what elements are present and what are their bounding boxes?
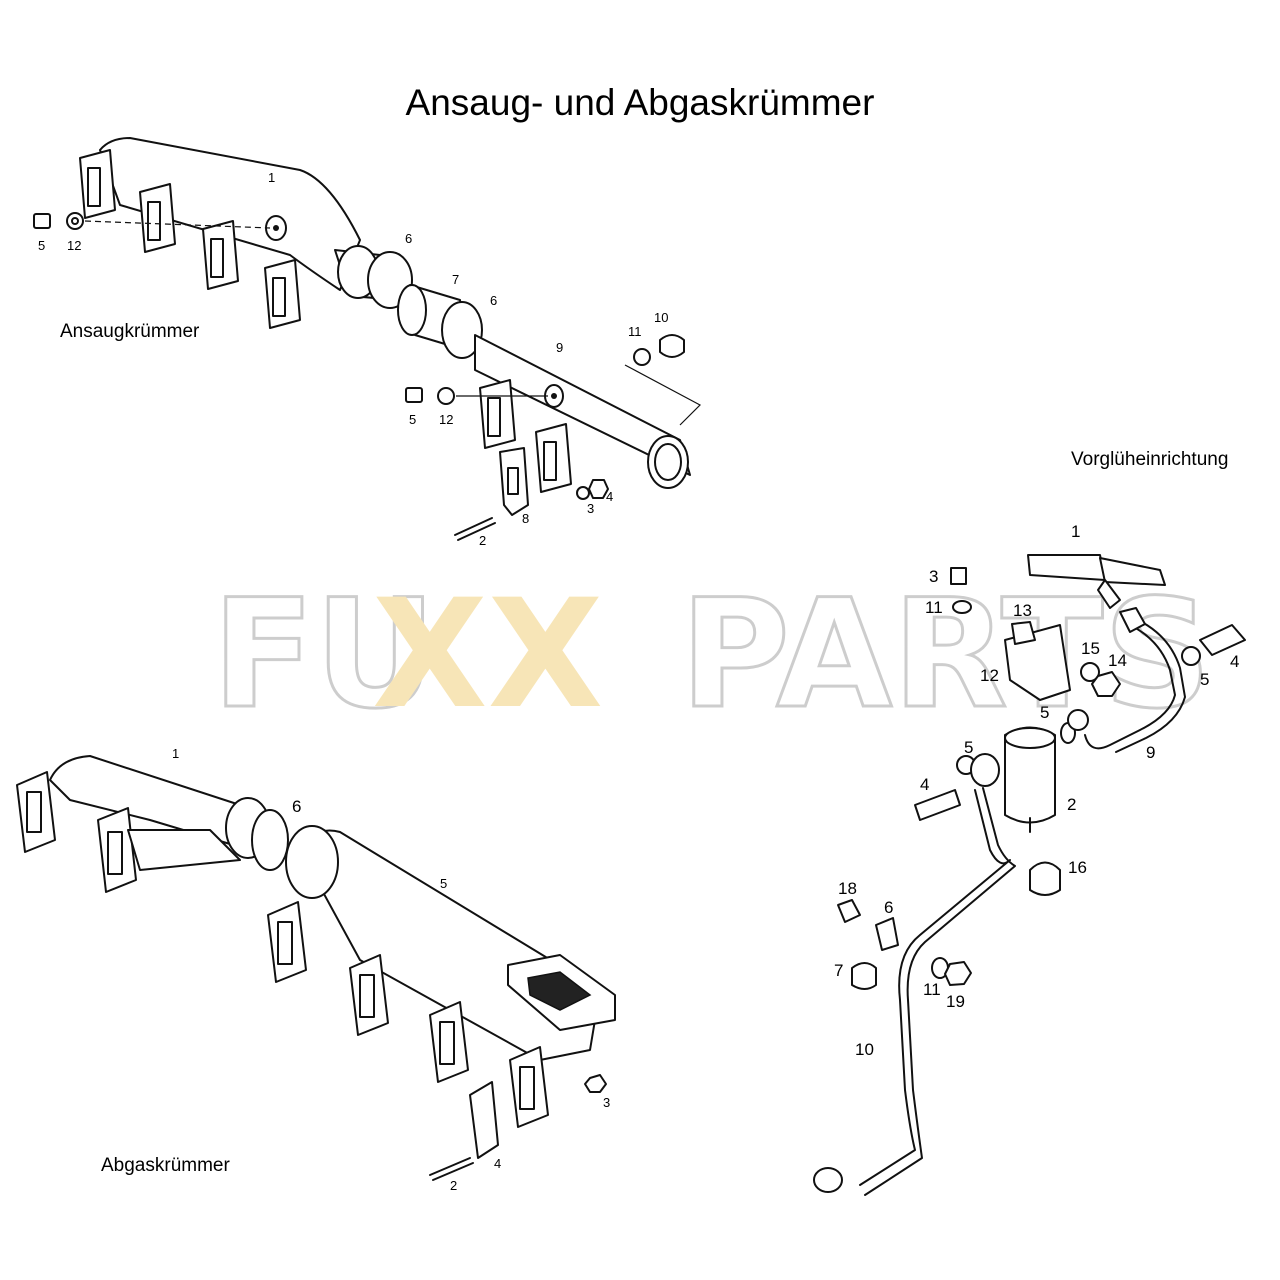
callout: 5 [1040,703,1049,722]
callout: 4 [1230,652,1239,671]
section-label-glow: Vorglüheinrichtung [1071,449,1229,470]
glow-callouts: 1 3 11 13 15 14 5 4 12 5 9 5 4 2 16 18 6… [834,522,1239,1059]
callout: 11 [925,598,943,617]
glow-plug [1027,554,1106,581]
watermark: FU XX PARTS [211,567,1213,744]
intake-gasket [499,447,529,516]
callout: 10 [654,310,668,325]
intake-tube-2 [474,334,691,476]
intake-flanges [79,149,301,329]
callout: 14 [1108,651,1127,670]
callout: 19 [946,992,965,1011]
callout: 12 [67,238,81,253]
exhaust-ring [251,809,289,871]
callout: 1 [1071,522,1080,541]
callout: 6 [405,231,412,246]
callout: 5 [1200,670,1209,689]
callout: 6 [490,293,497,308]
page-title: Ansaug- und Abgaskrümmer [405,82,875,123]
callout: 7 [834,961,843,980]
exhaust-manifold-drawing [16,755,616,1181]
exhaust-outlet-opening [527,971,592,1011]
watermark-fu: FU [212,568,436,742]
callout: 8 [522,511,529,526]
callout: 2 [1067,795,1076,814]
callout: 6 [292,797,301,816]
section-label-intake: Ansaugkrümmer [60,321,200,342]
callout: 4 [606,489,613,504]
callout: 12 [980,666,999,685]
callout: 1 [172,746,179,761]
callout: 10 [855,1040,874,1059]
callout: 16 [1068,858,1087,877]
callout: 12 [439,412,453,427]
intake-manifold-drawing [33,137,701,541]
callout: 5 [440,876,447,891]
exhaust-callouts: 1 6 5 3 4 2 [172,746,610,1193]
callout: 4 [920,775,929,794]
watermark-xx: XX [372,568,603,742]
intake-runner-body [99,137,361,291]
callout: 7 [452,272,459,287]
callout: 5 [964,738,973,757]
callout: 13 [1013,601,1032,620]
callout: 2 [479,533,486,548]
callout: 4 [494,1156,501,1171]
callout: 6 [884,898,893,917]
callout: 3 [603,1095,610,1110]
callout: 11 [923,980,941,999]
callout: 3 [929,567,938,586]
callout: 5 [409,412,416,427]
intake-callouts: 1 5 12 6 7 6 11 10 9 5 12 3 4 8 2 [38,170,668,548]
glow-device-drawing [813,554,1246,1196]
callout: 5 [38,238,45,253]
intake-stud [454,517,493,536]
callout: 3 [587,501,594,516]
exhaust-gasket [469,1081,499,1159]
callout: 2 [450,1178,457,1193]
watermark-parts: PARTS [680,568,1211,742]
callout: 9 [1146,743,1155,762]
callout: 11 [628,324,642,339]
section-label-exhaust: Abgaskrümmer [101,1155,230,1176]
callout: 1 [268,170,275,185]
callout: 18 [838,879,857,898]
callout: 9 [556,340,563,355]
intake-clamp-b [441,301,483,359]
callout: 15 [1081,639,1100,658]
